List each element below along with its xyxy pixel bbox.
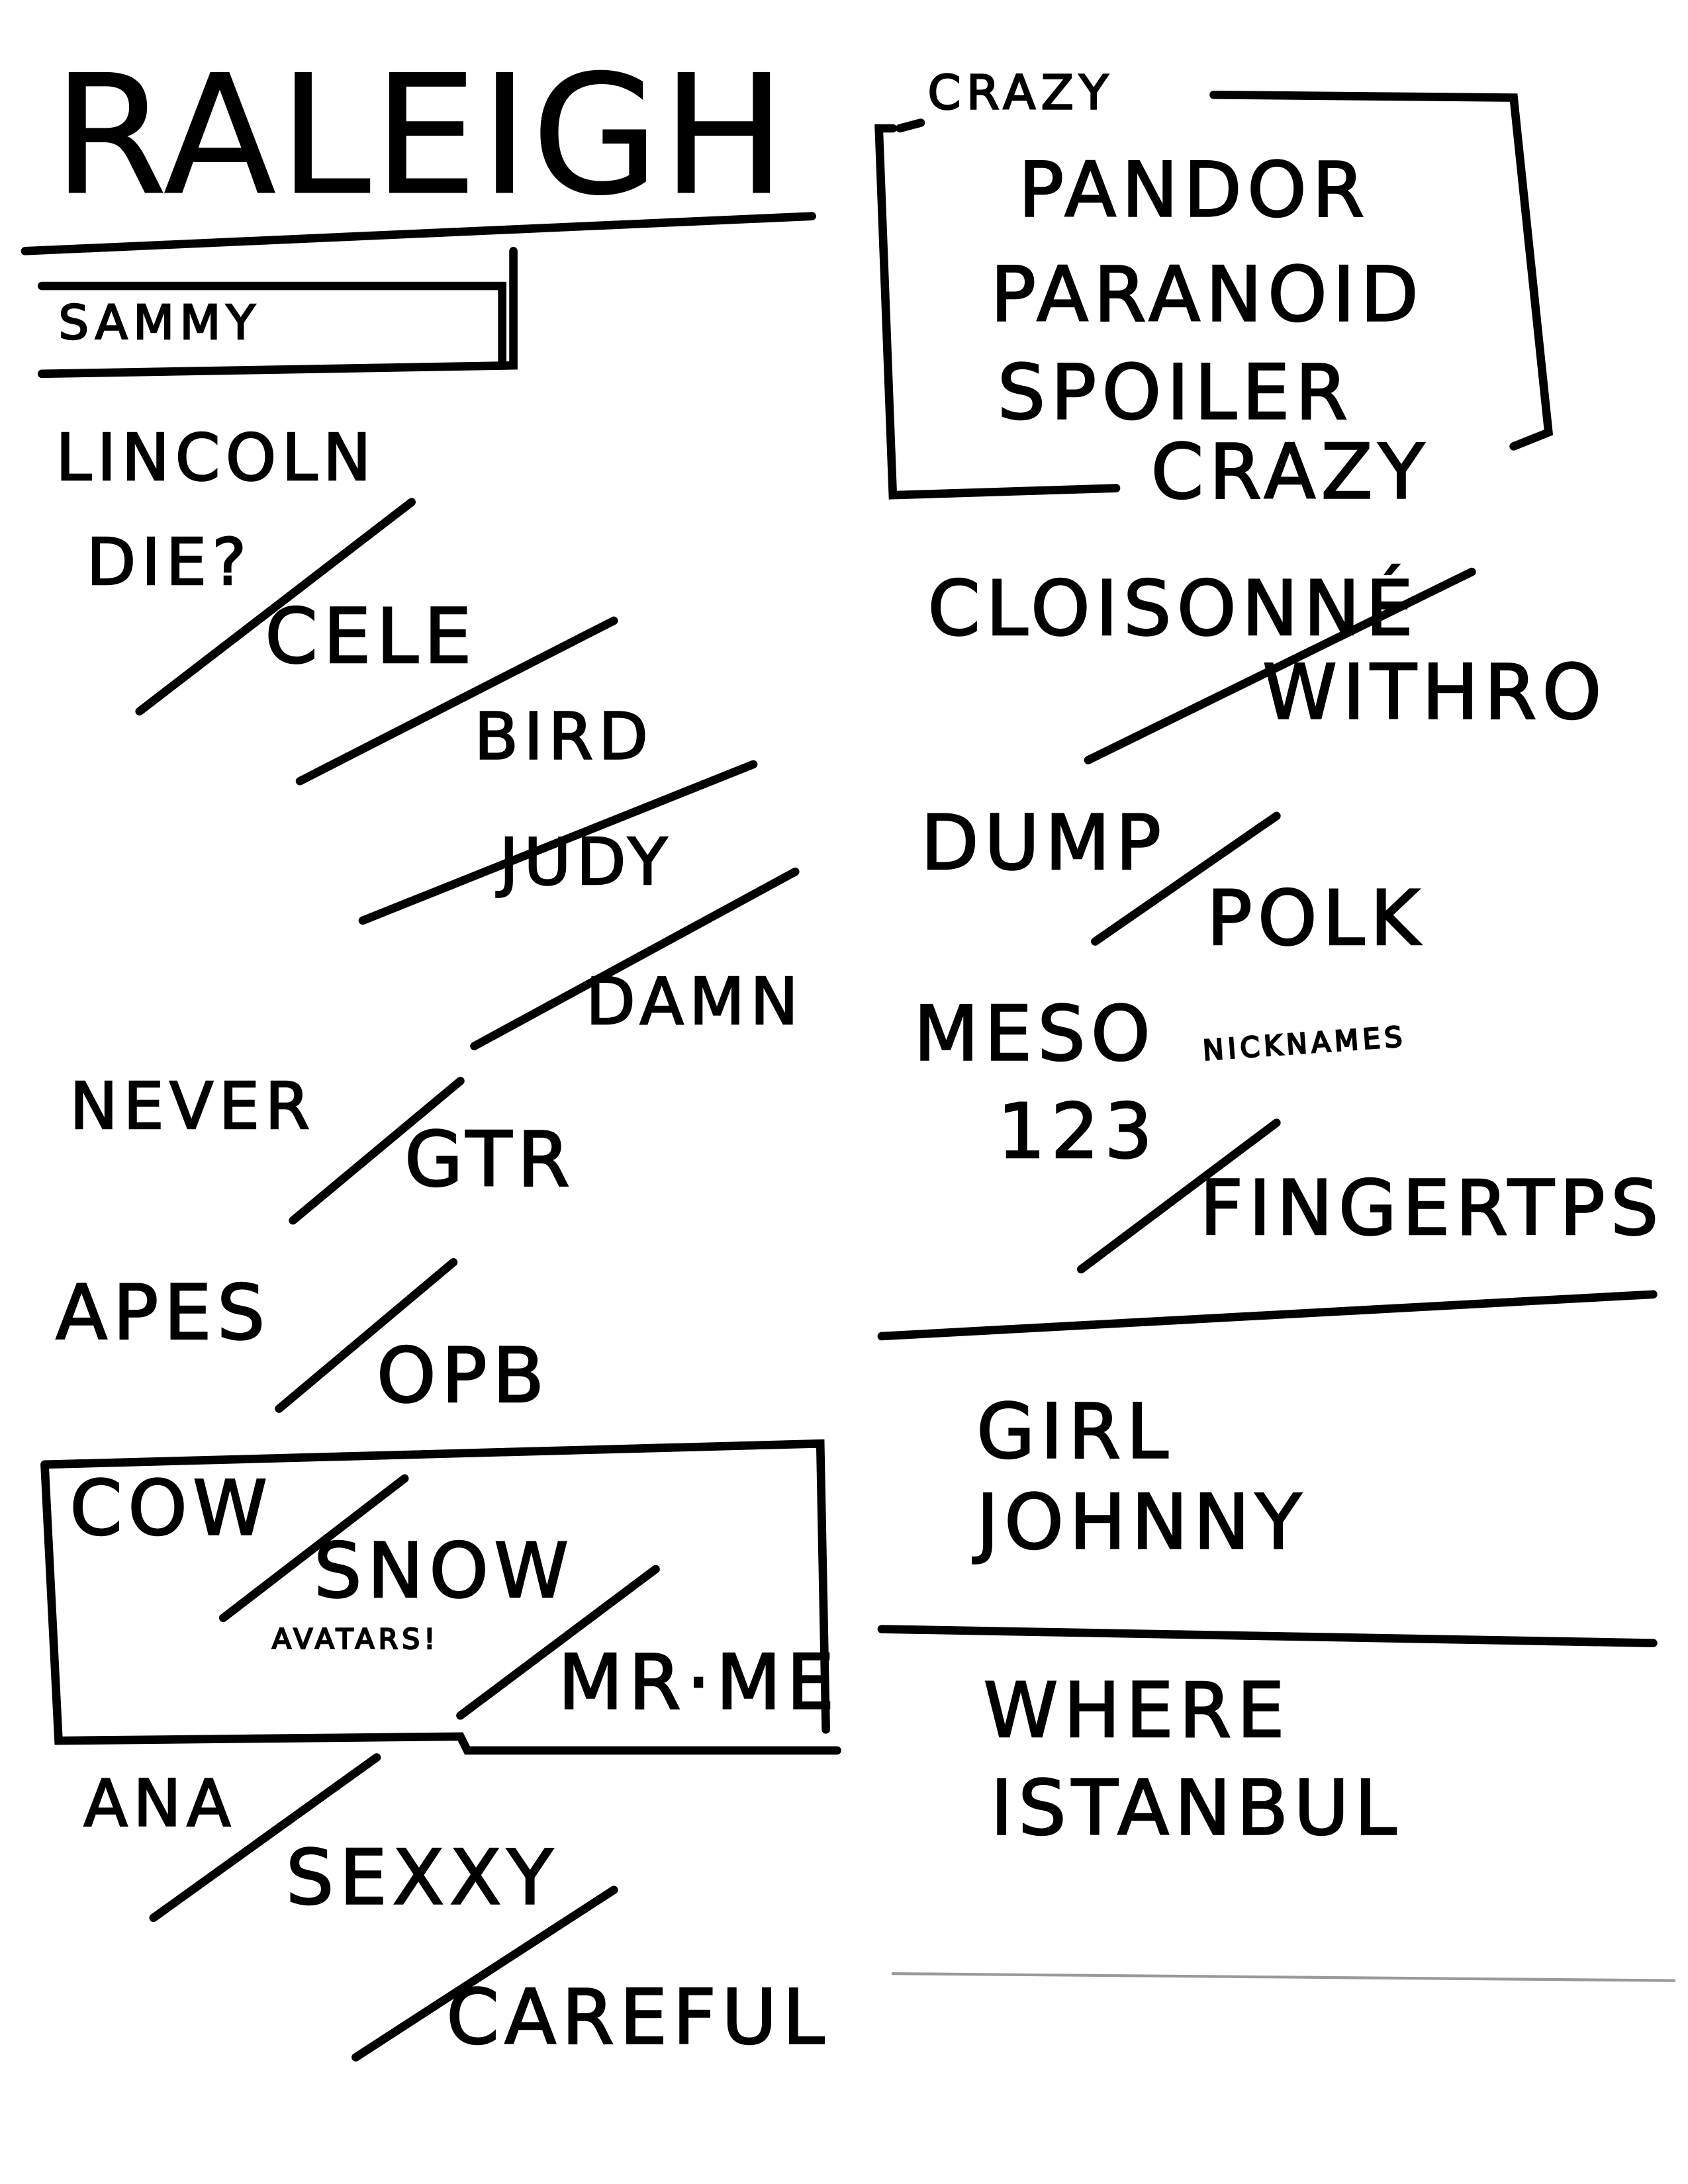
song: DIE?	[85, 524, 252, 600]
song: MR·ME	[557, 1639, 840, 1727]
segue-slash	[149, 1753, 381, 1923]
divider-line	[877, 1625, 1658, 1647]
title-underline	[21, 212, 816, 255]
song: GTR	[404, 1116, 576, 1204]
faint-line	[891, 1972, 1676, 1982]
segue-slash	[1091, 811, 1281, 946]
cow-box	[40, 1439, 841, 1755]
segue-slash	[289, 1076, 465, 1225]
segue-slash	[456, 1565, 660, 1720]
song: GIRL	[976, 1387, 1174, 1476]
song: COW	[69, 1464, 273, 1553]
venue-title: RALEIGH	[52, 39, 789, 232]
song: CRAZY	[1150, 428, 1430, 516]
song: DAMN	[585, 964, 804, 1040]
song: CLOISONNÉ	[927, 565, 1419, 653]
song: OPB	[376, 1332, 550, 1420]
divider-line	[877, 1290, 1658, 1341]
segue-slash	[352, 1886, 618, 2062]
song: ISTANBUL	[990, 1764, 1403, 1852]
segue-slash	[358, 760, 758, 925]
song: PANDOR	[1017, 146, 1370, 235]
sammy-box	[37, 247, 518, 379]
segue-slash	[218, 1474, 409, 1623]
song-sammy: SAMMY	[58, 295, 261, 352]
segue-slash	[295, 616, 618, 786]
song: SEXXY	[285, 1834, 559, 1923]
song: BIRD	[473, 698, 654, 774]
song: SNOW	[313, 1527, 575, 1615]
segue-slash	[135, 498, 416, 716]
song: DUMP	[920, 799, 1167, 887]
song: JOHNNY	[976, 1478, 1307, 1567]
segue-slash	[1076, 1118, 1281, 1274]
song: APES	[55, 1269, 271, 1357]
song: NEVER	[69, 1068, 316, 1144]
song: JUDY	[498, 824, 673, 900]
song: ANA	[83, 1766, 236, 1841]
song: CELE	[264, 592, 477, 681]
song: CRAZY	[927, 66, 1114, 122]
song: POLK	[1206, 874, 1425, 963]
segue-slash	[275, 1257, 458, 1413]
song: CAREFUL	[445, 1974, 830, 2062]
segue-slash	[470, 867, 800, 1050]
song: WHERE	[983, 1666, 1290, 1755]
song: FINGERTPS	[1199, 1164, 1664, 1253]
segue-slash	[1084, 567, 1476, 764]
song: WITHRO	[1262, 648, 1607, 737]
song: SPOILER	[997, 348, 1354, 437]
song: MESO	[913, 990, 1156, 1079]
note-avatars: AVATARS!	[271, 1622, 440, 1656]
song: 123	[997, 1087, 1158, 1176]
song: PARANOID	[990, 251, 1425, 340]
crazy-box	[874, 90, 1554, 500]
song: LINCOLN	[55, 420, 377, 496]
